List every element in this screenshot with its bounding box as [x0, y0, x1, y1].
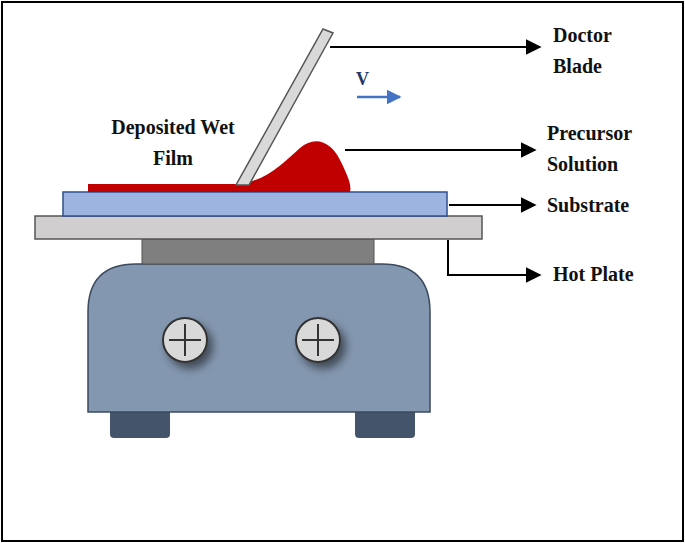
hot-plate-knob	[163, 318, 207, 362]
leader-arrow	[448, 240, 540, 275]
velocity-arrow	[357, 96, 400, 99]
part-label: Doctor Blade	[553, 20, 653, 82]
part-label: Substrate	[547, 190, 667, 221]
part-label: Deposited Wet Film	[108, 112, 238, 174]
leader-arrow	[330, 46, 540, 48]
leader-arrow	[449, 204, 535, 206]
hot-plate-body	[88, 264, 430, 412]
part-label: Precursor Solution	[547, 118, 657, 180]
hot-plate-knob	[296, 318, 340, 362]
doctor-blade	[236, 29, 333, 185]
part-label: Hot Plate	[553, 259, 673, 290]
hot-plate-neck	[142, 239, 374, 264]
velocity-label: V	[356, 64, 386, 95]
leader-arrow	[345, 149, 535, 151]
substrate	[63, 192, 447, 216]
wet-film	[88, 184, 242, 192]
hot-plate-top	[35, 216, 482, 239]
